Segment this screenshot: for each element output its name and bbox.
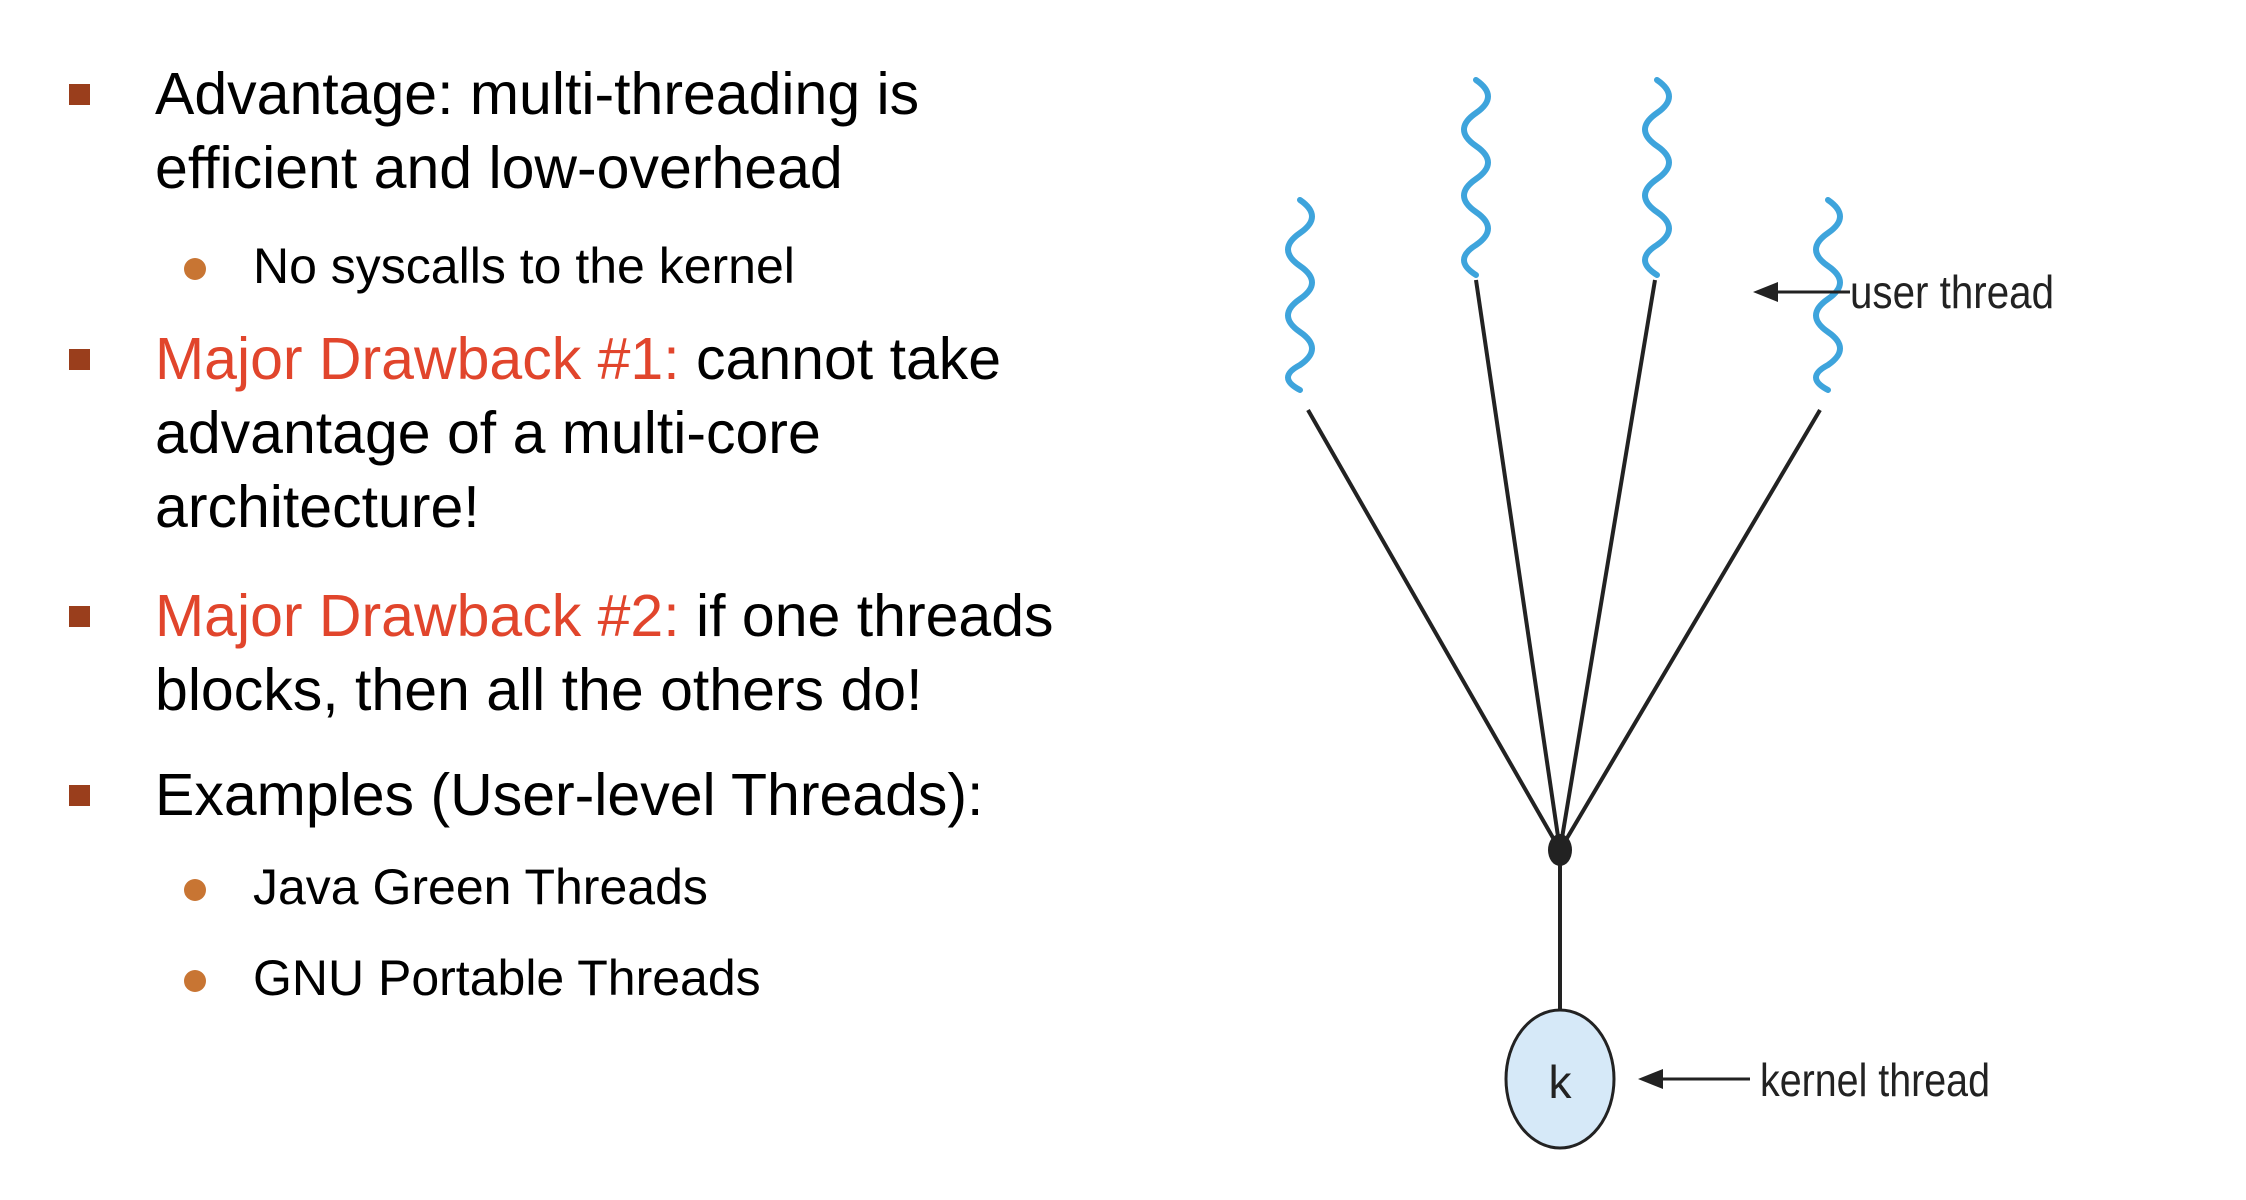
square-bullet-icon (69, 84, 90, 105)
bullet-advantage: Advantage: multi-threading is efficient … (69, 57, 1155, 205)
bullet-list: Advantage: multi-threading is efficient … (69, 57, 1155, 1008)
kernel-thread-label: kernel thread (1760, 1054, 1990, 1106)
square-bullet-icon (69, 785, 90, 806)
kernel-thread-callout: kernel thread (1638, 1054, 1990, 1106)
user-to-kernel-line-4 (1558, 408, 1822, 852)
kernel-thread-node: k (1504, 1008, 1616, 1150)
user-thread-wave-2 (1461, 77, 1491, 278)
user-thread-wave-4 (1813, 197, 1843, 393)
bullet-text-line: Examples (User-level Threads): (155, 762, 984, 828)
sub-bullet-java-green-threads: Java Green Threads (184, 857, 1153, 917)
sub-bullet-text: Java Green Threads (253, 859, 708, 915)
user-thread-wave-3 (1642, 77, 1672, 278)
round-bullet-icon (184, 258, 206, 280)
sub-bullet-text: GNU Portable Threads (253, 950, 761, 1006)
drawback-label: Major Drawback #2: (155, 583, 680, 649)
round-bullet-icon (184, 970, 206, 992)
bullet-text-line: Major Drawback #2: if one threads (155, 579, 1155, 653)
user-thread-arrow-icon (1753, 282, 1778, 302)
bullet-text: if one threads (679, 583, 1054, 649)
drawback-label: Major Drawback #1: (155, 326, 680, 392)
sub-bullet-gnu-portable-threads: GNU Portable Threads (184, 948, 1153, 1008)
kernel-thread-circle (1504, 1008, 1616, 1150)
thread-mapping-lines (1306, 279, 1822, 1010)
user-to-kernel-line-3 (1558, 279, 1657, 851)
user-to-kernel-line-1 (1306, 409, 1562, 851)
sub-bullet-no-syscalls: No syscalls to the kernel (184, 236, 1153, 296)
user-threads (1285, 77, 1843, 393)
user-thread-callout: user thread (1753, 266, 2054, 318)
many-to-one-diagram: k user thread kernel thread (1285, 77, 2054, 1150)
bullet-drawback-1: Major Drawback #1: cannot take advantage… (69, 322, 1155, 544)
user-to-kernel-line-2 (1474, 279, 1562, 851)
bullet-drawback-2: Major Drawback #2: if one threads blocks… (69, 579, 1155, 727)
bullet-examples: Examples (User-level Threads): (69, 758, 1155, 832)
mapping-hub-dot (1548, 834, 1572, 866)
round-bullet-icon (184, 879, 206, 901)
user-thread-wave-1 (1285, 197, 1315, 393)
bullet-text: cannot take (679, 326, 1002, 392)
sub-bullet-text: No syscalls to the kernel (253, 238, 795, 294)
bullet-text-line: Major Drawback #1: cannot take (155, 322, 1155, 396)
bullet-text-line: blocks, then all the others do! (155, 657, 923, 723)
square-bullet-icon (69, 349, 90, 370)
bullet-text-line: architecture! (155, 474, 480, 540)
kernel-thread-arrow-icon (1638, 1069, 1663, 1089)
square-bullet-icon (69, 606, 90, 627)
bullet-text-line: efficient and low-overhead (155, 135, 843, 201)
bullet-text-line: advantage of a multi-core (155, 400, 821, 466)
user-thread-label: user thread (1850, 266, 2054, 318)
bullet-text-line: Advantage: multi-threading is (155, 61, 920, 127)
kernel-thread-letter: k (1549, 1056, 1573, 1108)
